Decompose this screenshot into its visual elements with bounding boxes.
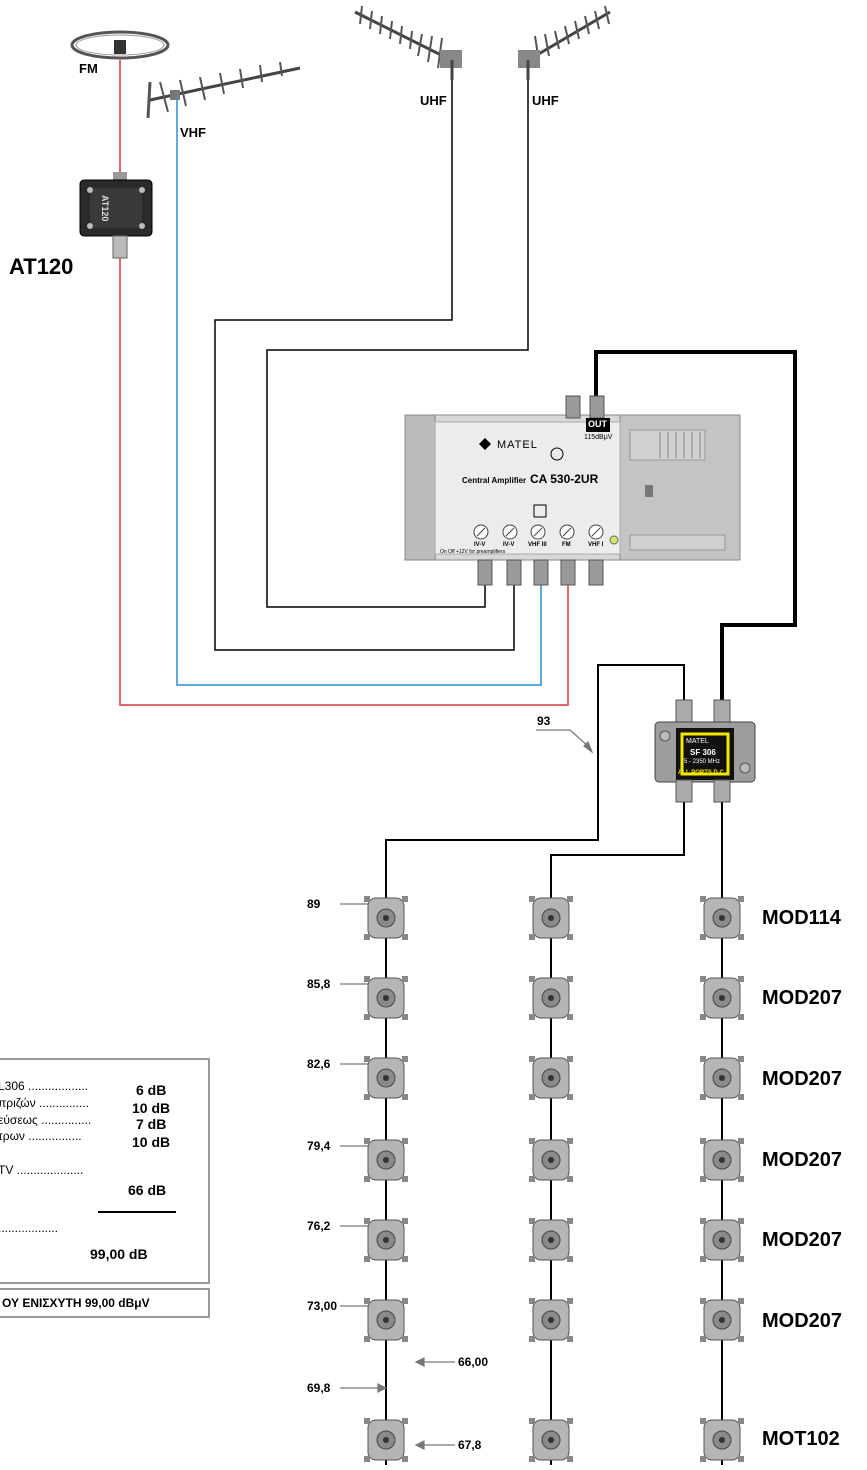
outlet-label-6: MOD207 [762,1310,843,1332]
splitter-brand: MATEL [686,738,709,745]
wall-outlet-socket [700,1298,744,1342]
calc-divider [98,1211,176,1213]
wall-outlet-socket [529,1298,573,1342]
wall-outlet-socket [364,1138,408,1182]
outlet-label-5: MOD207 [762,1229,843,1251]
wall-outlet-socket [364,1418,408,1462]
at120-preamp [79,172,153,259]
wall-outlet-socket [529,1418,573,1462]
calc-value-1: 6 dB [136,1082,167,1098]
outlet-label-7: MOT102 [762,1428,840,1450]
level-label-2: 85,8 [307,977,331,991]
outlet-label-3: MOD207 [762,1068,843,1090]
amp-type: Central Amplifier [462,476,527,485]
amp-input-5: VHF I [588,542,604,548]
wall-outlet-socket [700,1218,744,1262]
amp-power-note: On Off +12V for preamplifiers [440,549,506,555]
calc-row-tv: TV .................... [0,1163,84,1177]
wall-outlet-socket [700,1138,744,1182]
wall-outlet-socket [364,1218,408,1262]
level-label-3: 82,6 [307,1057,331,1071]
wall-outlet-socket [700,976,744,1020]
wall-outlet-socket [529,976,573,1020]
central-amplifier [404,395,741,586]
wall-outlet-socket [364,896,408,940]
amp-out-level: 115dBμV [584,434,613,441]
uhf-antenna-label-2: UHF [532,93,559,108]
amp-out-label: OUT [588,419,607,429]
tap-output-level-1: 66,00 [458,1355,489,1369]
calc-row-1: L306 .................. [0,1079,89,1093]
outlet-label-1: MOD114 [762,907,841,929]
level-label-7: 69,8 [307,1381,331,1395]
level-label-4: 79,4 [307,1139,331,1153]
wall-outlet-socket [700,1418,744,1462]
level-label-6: 73,00 [307,1299,338,1313]
amp-input-3: VHF III [528,542,547,548]
splitter-range: 5 - 2350 MHz [684,759,721,765]
wall-outlet-socket [364,1056,408,1100]
amp-input-2: IV-V [503,542,515,548]
amp-brand: MATEL [497,439,538,451]
uhf-antenna-1 [354,5,462,80]
wall-outlet-socket [529,1218,573,1262]
calc-row-4: τρων ................ [0,1129,82,1143]
calc-total: 99,00 dB [90,1246,148,1262]
wall-outlet-socket [700,1056,744,1100]
splitter-model: SF 306 [690,748,716,757]
splitter-note: ALL PORTS D.C. [678,770,726,776]
wall-outlet-socket [364,976,408,1020]
outlet-label-4: MOD207 [762,1149,843,1171]
uhf-antenna-label-1: UHF [420,93,447,108]
wall-outlet-socket [364,1298,408,1342]
at120-label: AT120 [9,254,74,279]
fm-antenna-label: FM [79,61,98,76]
outlet-grid [364,896,744,1462]
calc-sum-dots: .................. [0,1221,59,1235]
level-label-5: 76,2 [307,1219,331,1233]
wall-outlet-socket [529,1056,573,1100]
calc-row-3: εύσεως ............... [0,1113,92,1127]
amp-input-1: IV-V [474,542,486,548]
amp-model: CA 530-2UR [530,472,599,486]
calc-value-4: 10 dB [132,1134,171,1150]
calculation-box: L306 .................. 6 dB πριζών ....… [0,1058,210,1284]
outlet-label-2: MOD207 [762,987,843,1009]
calc-row-2: πριζών ............... [0,1096,89,1110]
vhf-antenna-label: VHF [180,125,206,140]
wall-outlet-socket [700,896,744,940]
calc-value-2: 10 dB [132,1100,171,1116]
at120-body-text: AT120 [100,195,110,222]
vhf-antenna [146,61,301,119]
amp-input-4: FM [562,542,571,548]
wall-outlet-socket [529,1138,573,1182]
level-label-1: 89 [307,897,321,911]
amplifier-output-text: ΟΥ ΕΝΙΣΧΥΤΗ 99,00 dBμV [2,1296,150,1310]
fm-antenna [70,30,170,60]
calc-value-3: 7 dB [136,1116,167,1132]
splitter-output-level: 93 [537,714,551,728]
wall-outlet-socket [529,896,573,940]
calc-tv-value: 66 dB [128,1182,167,1198]
uhf-antenna-2 [518,5,611,80]
amplifier-output-box: ΟΥ ΕΝΙΣΧΥΤΗ 99,00 dBμV [0,1288,210,1318]
splitter-sf306 [654,699,756,803]
tap-output-level-2: 67,8 [458,1438,482,1452]
